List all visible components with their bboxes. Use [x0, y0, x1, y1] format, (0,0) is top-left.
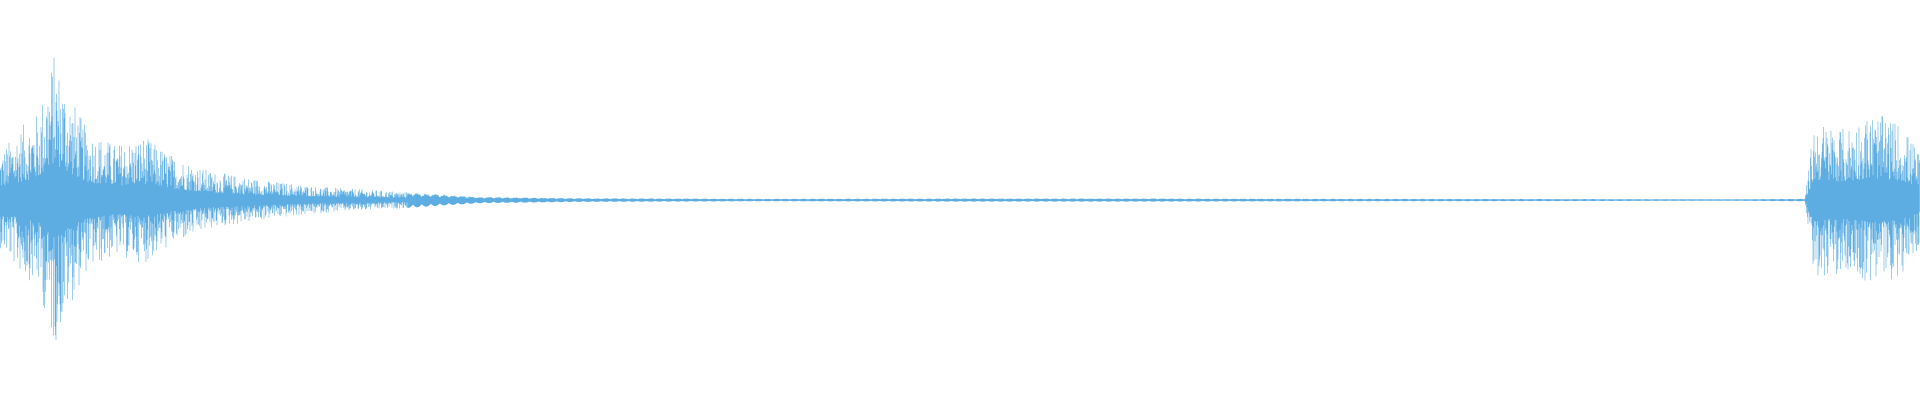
waveform-lines: [0, 57, 1920, 340]
waveform-path: [0, 57, 1920, 340]
